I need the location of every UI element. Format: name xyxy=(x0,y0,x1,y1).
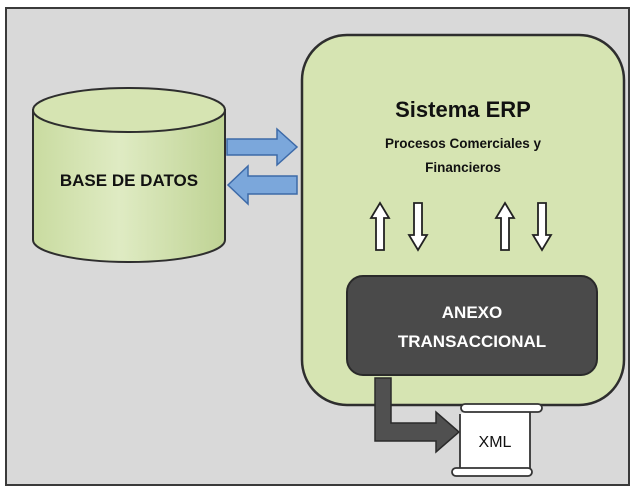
anexo-line1: ANEXO xyxy=(442,303,502,322)
anexo-transaccional-box xyxy=(346,275,598,376)
arrow-right-icon xyxy=(226,127,299,167)
elbow-arrow-icon xyxy=(374,377,461,454)
erp-subtitle-line2: Financieros xyxy=(425,160,501,175)
arrow-up-icon xyxy=(369,201,391,251)
erp-subtitle-line1: Procesos Comerciales y xyxy=(385,136,542,151)
arrow-up-icon xyxy=(494,201,516,251)
erp-title: Sistema ERP xyxy=(395,97,531,122)
scroll-document-icon xyxy=(451,403,543,477)
arrow-down-icon xyxy=(531,202,553,252)
database-cylinder-icon xyxy=(32,87,226,263)
database-label: BASE DE DATOS xyxy=(60,171,198,190)
xml-label: XML xyxy=(479,434,512,451)
anexo-line2: TRANSACCIONAL xyxy=(398,332,546,351)
arrow-down-icon xyxy=(407,202,429,252)
arrow-left-icon xyxy=(226,164,298,206)
